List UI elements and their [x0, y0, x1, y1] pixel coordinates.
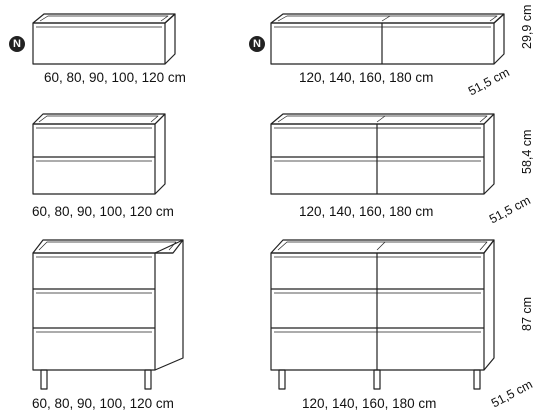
cabinet-single-3-drawer-legs: [32, 239, 184, 390]
cabinet-single-2-drawer: [32, 113, 166, 195]
width-label-single-row3: 60, 80, 90, 100, 120 cm: [32, 396, 174, 411]
width-label-double-row1: 120, 140, 160, 180 cm: [299, 70, 434, 85]
width-label-double-row3: 120, 140, 160, 180 cm: [302, 396, 437, 411]
cabinet-double-1-drawer: [270, 13, 505, 65]
width-label-single-row1: 60, 80, 90, 100, 120 cm: [44, 70, 186, 85]
width-label-single-row2: 60, 80, 90, 100, 120 cm: [32, 204, 174, 219]
new-badge-icon: N: [9, 36, 25, 52]
cabinet-single-1-drawer: [32, 13, 176, 65]
height-label-row1: 29,9 cm: [520, 4, 534, 49]
width-label-double-row2: 120, 140, 160, 180 cm: [299, 204, 434, 219]
height-label-row2: 58,4 cm: [520, 129, 534, 174]
new-badge-icon: N: [249, 36, 265, 52]
cabinet-double-3-drawer-legs: [270, 239, 495, 390]
height-label-row3: 87 cm: [520, 296, 534, 331]
cabinet-double-2-drawer: [270, 113, 495, 195]
